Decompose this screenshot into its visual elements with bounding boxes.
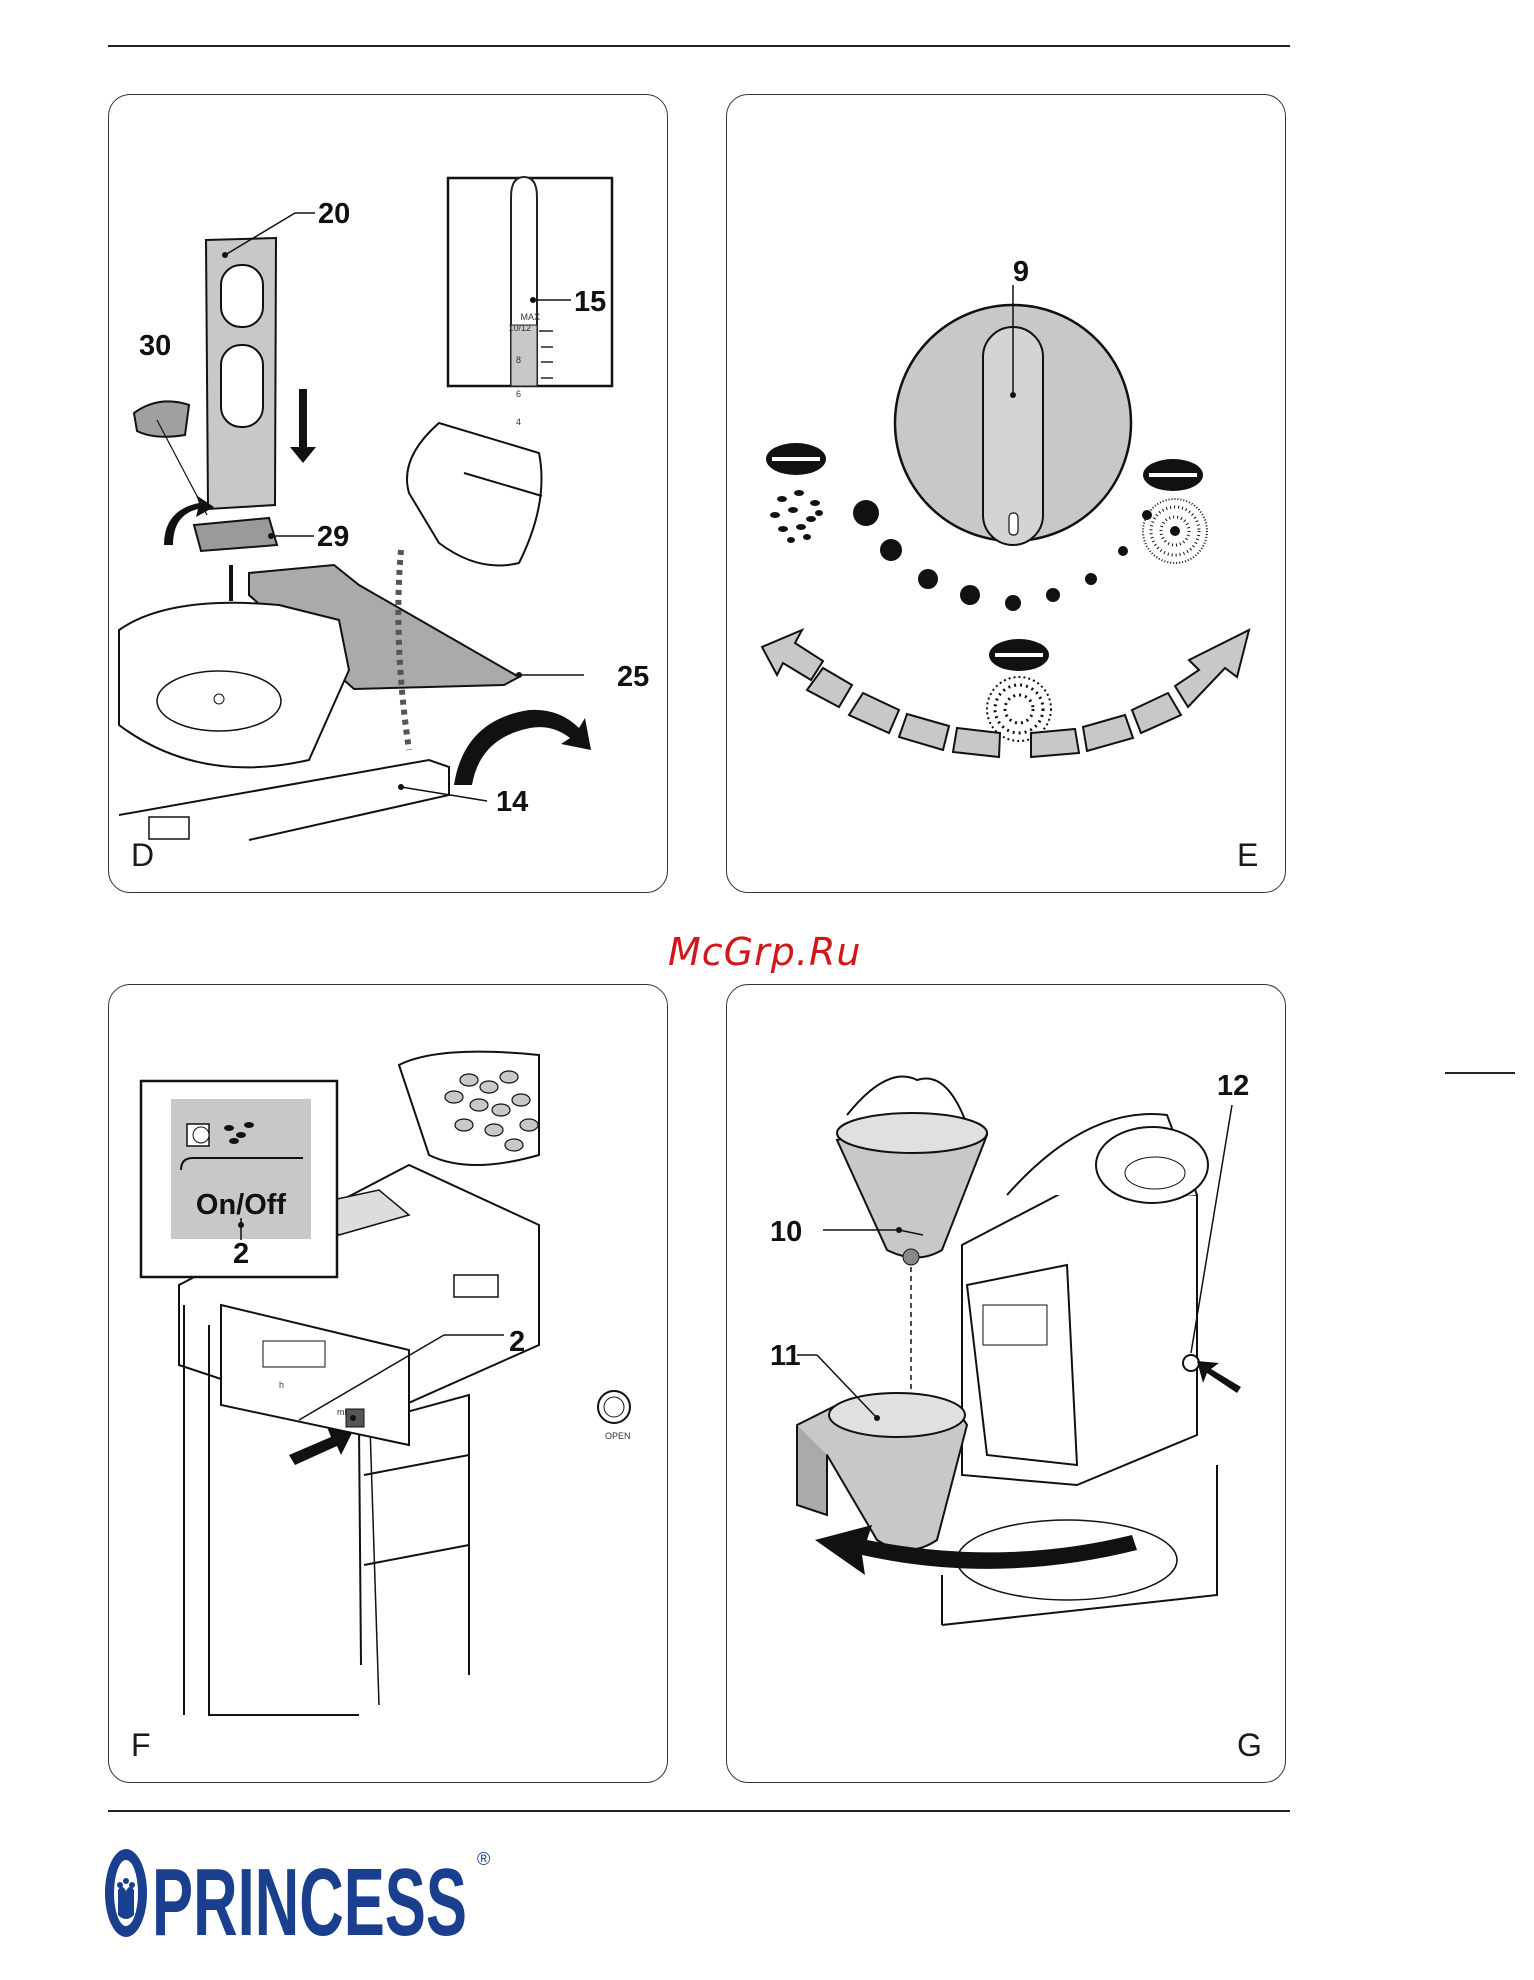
scale-mark-2: 6: [516, 389, 521, 399]
callout-14: 14: [496, 786, 528, 818]
callout-2-inset: 2: [233, 1238, 249, 1270]
top-rule: [108, 45, 1290, 47]
callout-12: 12: [1217, 1070, 1249, 1102]
princess-logo: PRINCESS ®: [104, 1835, 504, 1950]
panel-label-h: h: [279, 1380, 284, 1390]
panel-e-illustration: 9: [727, 95, 1285, 892]
scale-max-label: MAX: [520, 312, 540, 322]
panel-d-letter: D: [131, 837, 154, 874]
panel-e: 9: [726, 94, 1286, 893]
scale-mark-3: 4: [516, 417, 521, 427]
panel-f-illustration: min h 2 OPEN On/Off 2: [109, 985, 667, 1782]
brand-name: PRINCESS: [152, 1849, 467, 1950]
crown-emblem-icon: [105, 1849, 147, 1937]
callout-15: 15: [574, 286, 606, 318]
callout-29: 29: [317, 521, 349, 553]
panel-d-illustration: MAX 10/12 8 6 4 15 20 30 29: [109, 95, 667, 892]
callout-25: 25: [617, 661, 649, 693]
panel-e-letter: E: [1237, 837, 1258, 874]
coarse-bean-icon: [765, 443, 829, 545]
panel-g-illustration: 12 10 11: [727, 985, 1285, 1782]
inset-on-off-label: On/Off: [196, 1189, 287, 1221]
bottom-rule: [108, 1810, 1290, 1812]
panel-d: MAX 10/12 8 6 4 15 20 30 29: [108, 94, 668, 893]
scale-top-label: 10/12: [508, 323, 531, 333]
fine-bean-icon: [1143, 459, 1207, 563]
open-label: OPEN: [605, 1431, 631, 1441]
watermark-text: McGrp.Ru: [668, 930, 861, 974]
registered-mark: ®: [477, 1849, 490, 1869]
callout-9: 9: [1013, 256, 1029, 288]
panel-f: min h 2 OPEN On/Off 2 F: [108, 984, 668, 1783]
callout-2-machine: 2: [509, 1326, 525, 1358]
callout-20: 20: [318, 198, 350, 230]
side-rule: [1445, 1072, 1515, 1074]
callout-30: 30: [139, 330, 171, 362]
panel-f-letter: F: [131, 1727, 151, 1764]
callout-11: 11: [770, 1340, 801, 1372]
scale-mark-1: 8: [516, 355, 521, 365]
medium-bean-icon: [987, 639, 1051, 741]
callout-10: 10: [770, 1216, 802, 1248]
panel-g-letter: G: [1237, 1727, 1262, 1764]
panel-g: 12 10 11 G: [726, 984, 1286, 1783]
